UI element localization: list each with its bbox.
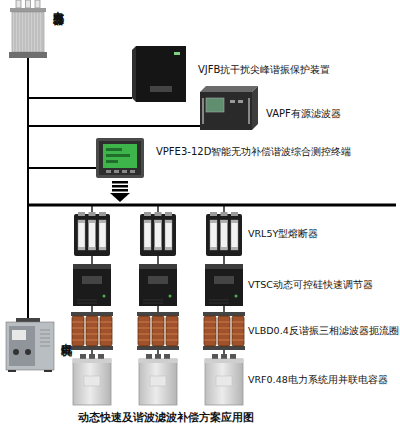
- node-label: VPFE3-12D智能无功补偿谐波综合测控终端: [156, 146, 351, 158]
- screen-reading: [106, 160, 118, 163]
- unit-handle: [202, 98, 204, 124]
- screen-reading: [106, 154, 130, 157]
- shunt-capacitor: [139, 354, 177, 405]
- welder-foot: [44, 370, 52, 372]
- node-label: 电焊机: [60, 334, 73, 337]
- cabinet-front: [136, 46, 186, 102]
- cabinet-plate: [150, 86, 172, 92]
- terminal-bezel: [99, 141, 141, 175]
- terminal-frame: [96, 138, 144, 178]
- welder-foot: [8, 370, 16, 372]
- thyristor-regulator: [73, 264, 111, 306]
- diagram-caption: 动态快速及谐波滤波补偿方案应用图: [78, 411, 254, 424]
- control-terminal: [96, 138, 144, 178]
- unit-button: [238, 100, 243, 103]
- thyristor-regulator: [139, 264, 177, 306]
- active-filter-node: VAPF有源滤波器: [200, 86, 258, 130]
- bushing: [35, 0, 40, 8]
- unit-handle: [248, 98, 250, 124]
- main-bus: [27, 204, 396, 207]
- arrow-bar: [112, 181, 128, 184]
- node-label: VJFB抗干扰尖峰谐振保护装置: [198, 64, 330, 76]
- unit-button: [230, 100, 235, 103]
- tank-lid: [10, 8, 46, 12]
- welder-vent: [40, 330, 50, 346]
- transformer-node: 电力变压器: [6, 0, 50, 58]
- terminal-button: [106, 170, 111, 173]
- filter-reactor: [203, 312, 245, 350]
- unit-screen: [206, 98, 224, 112]
- tank-body: [12, 12, 44, 52]
- component-label: VRF0.48电力系统用并联电容器: [248, 374, 388, 385]
- fuse: [74, 212, 110, 256]
- welder-illustration: [6, 318, 54, 372]
- welder-handle: [16, 318, 40, 322]
- cabinet-side: [132, 46, 136, 102]
- arrow-bar: [112, 189, 128, 192]
- protection-cabinet: [132, 46, 186, 102]
- tank-base: [9, 52, 47, 58]
- unit-top: [200, 86, 258, 92]
- active-filter-unit: [200, 86, 258, 130]
- control-arrow: [110, 181, 130, 202]
- fuse: [140, 212, 176, 256]
- shunt-capacitor: [73, 354, 111, 405]
- screen-reading: [106, 148, 122, 151]
- power-line: [27, 58, 29, 318]
- power-line: [28, 58, 96, 168]
- arrow-tip: [110, 193, 130, 202]
- filter-reactor: [137, 312, 179, 350]
- radiator-fins: [15, 12, 42, 52]
- unit-side: [252, 86, 258, 130]
- protection-device-node: VJFB抗干扰尖峰谐振保护装置: [132, 46, 186, 102]
- welder-knob: [25, 349, 31, 355]
- bushing: [26, 0, 31, 8]
- terminal-button: [122, 170, 127, 173]
- control-terminal-node: VPFE3-12D智能无功补偿谐波综合测控终端: [96, 138, 144, 178]
- terminal-button: [114, 170, 119, 173]
- node-label: VAPF有源滤波器: [266, 108, 341, 120]
- fuse: [206, 212, 242, 256]
- shunt-capacitor: [205, 354, 243, 405]
- welder-panel: [9, 326, 35, 366]
- welder-meter: [12, 330, 26, 340]
- welder-node: 电焊机: [4, 318, 56, 372]
- power-line: [28, 58, 132, 98]
- arrow-bar: [112, 185, 128, 188]
- bushing: [16, 0, 21, 8]
- welder-knob: [13, 349, 19, 355]
- filter-reactor: [71, 312, 113, 350]
- thyristor-regulator: [205, 264, 243, 306]
- node-label: 电力变压器: [52, 2, 65, 7]
- unit-front: [200, 92, 252, 130]
- terminal-screen: [103, 144, 137, 168]
- component-label: VLBD0.4反谐振三相滤波器扼流圈: [248, 325, 399, 336]
- indicator-light: [174, 52, 180, 55]
- component-label: VTSC动态可控硅快速调节器: [248, 279, 373, 290]
- transformer-illustration: [9, 0, 47, 58]
- terminal-button: [130, 170, 135, 173]
- component-label: VRL5Y型熔断器: [248, 228, 318, 239]
- power-line: [28, 58, 200, 126]
- welder-body: [6, 322, 54, 370]
